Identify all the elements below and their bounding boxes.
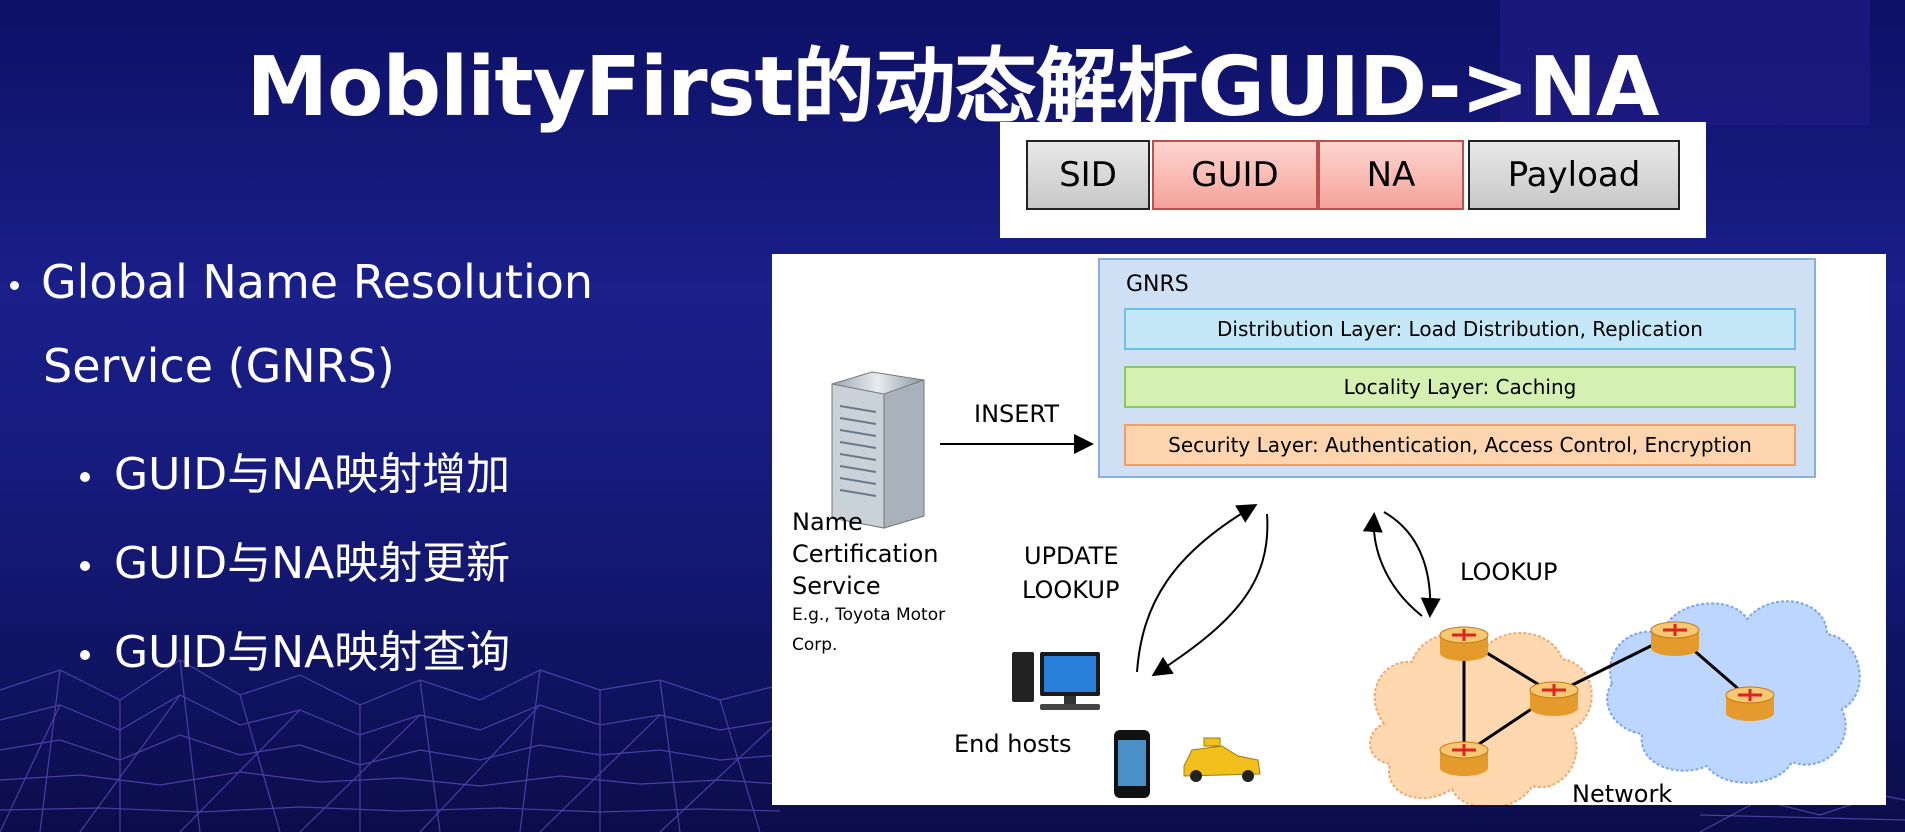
bullet-sub-2: GUID与NA映射更新 [80,527,510,591]
ncs-line-1: Name [792,508,863,536]
bullet-main-line2: Service (GNRS) [43,339,395,393]
update-arrow-up [1136,503,1258,673]
bullet-sub-2-text: GUID与NA映射更新 [114,538,511,589]
network-label: Network [1572,780,1673,805]
diagram-graphics [831,371,1861,805]
desktop-icon [1012,652,1100,710]
bullet-dot [10,281,19,290]
lookup-arrow-down [1151,513,1269,677]
taxi-icon [1183,737,1261,782]
background-wireframe-mountains [0,659,1905,832]
router-icon [1725,686,1775,721]
router-icon [1439,626,1489,661]
bullet-main-line1: Global Name Resolution [41,255,594,309]
bullet-sub-1: GUID与NA映射增加 [80,438,510,502]
end-hosts-label: End hosts [954,730,1072,758]
ncs-example-line-1: E.g., Toyota Motor [792,605,946,625]
insert-label: INSERT [974,400,1060,428]
ncs-line-2: Certification [792,540,939,568]
gnrs-box: GNRS Distribution Layer: Load Distributi… [1098,258,1816,478]
server-icon [831,371,925,529]
phone-icon [1114,730,1150,798]
bullet-sub-3: GUID与NA映射查询 [80,616,510,680]
corner-glow [1500,0,1870,125]
bullet-dot [80,472,90,482]
network-cloud-orange [1369,632,1593,805]
header-field-guid: GUID [1152,140,1318,210]
distribution-layer: Distribution Layer: Load Distribution, R… [1124,308,1796,350]
bullet-sub-1-text: GUID与NA映射增加 [114,449,511,500]
gnrs-diagram: GNRS Distribution Layer: Load Distributi… [772,254,1886,805]
lookup-arrow-down-right [1383,511,1441,618]
bullet-main: Global Name Resolution [10,255,593,309]
gnrs-label: GNRS [1126,272,1189,297]
router-icon [1650,621,1700,656]
router-icons [1439,621,1775,776]
header-field-na: NA [1318,140,1464,210]
header-field-payload: Payload [1468,140,1680,210]
bullet-sub-3-text: GUID与NA映射查询 [114,627,511,678]
header-field-sid: SID [1026,140,1150,210]
security-layer: Security Layer: Authentication, Access C… [1124,424,1796,466]
locality-layer: Locality Layer: Caching [1124,366,1796,408]
slide-title: MoblityFirst的动态解析GUID->NA [246,40,1660,135]
ncs-example-line-2: Corp. [792,635,838,655]
packet-header: SID GUID NA Payload [1000,122,1706,238]
bullet-dot [80,650,90,660]
ncs-line-3: Service [792,572,881,600]
lookup-arrow-up [1362,512,1423,617]
router-icon [1529,681,1579,716]
update-label: UPDATE [1024,542,1119,570]
router-icon [1439,741,1489,776]
lookup-label: LOOKUP [1022,576,1120,604]
lookup-right-label: LOOKUP [1460,558,1558,586]
bullet-dot [80,561,90,571]
